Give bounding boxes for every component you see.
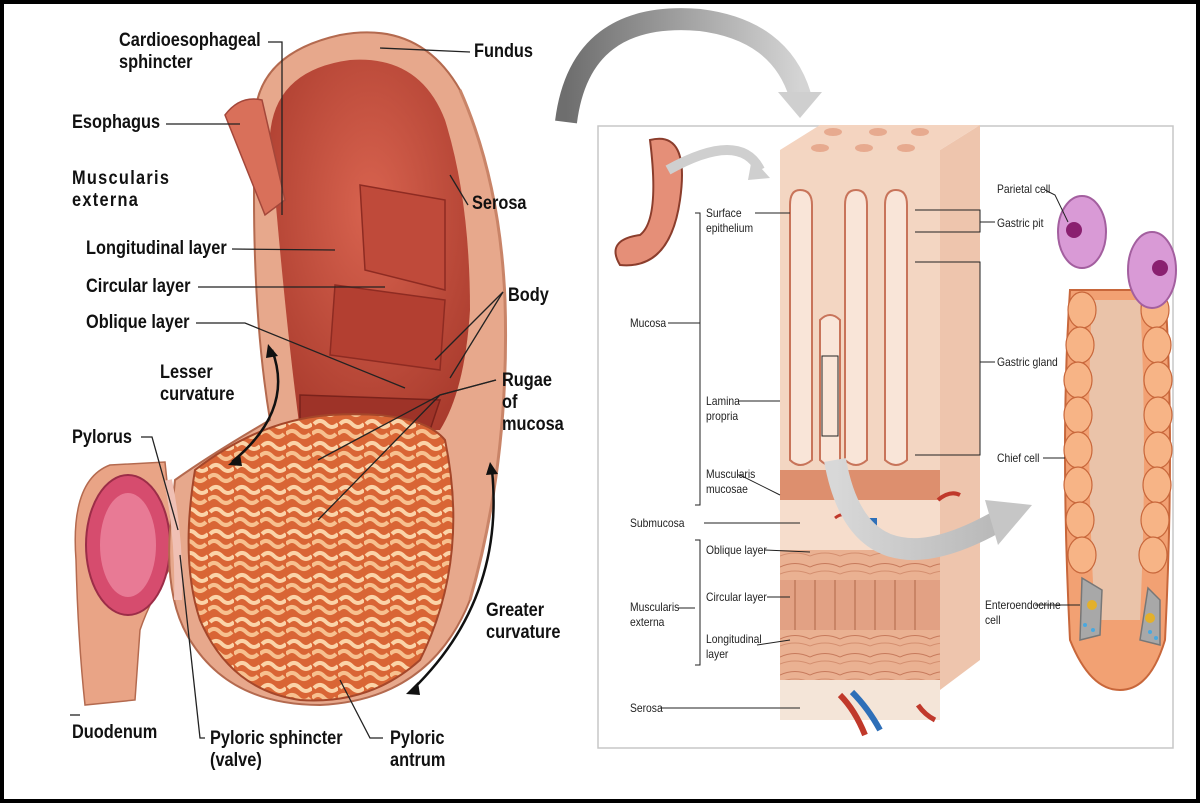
label-circular-layer-small: Circular layer [706,590,767,605]
label-surface-epithelium: Surface epithelium [706,206,753,236]
label-muscularis-externa-small: Muscularis externa [630,600,679,630]
label-muscularis-externa: Muscularis externa [72,168,170,212]
label-lamina-propria: Lamina propria [706,394,740,424]
label-duodenum: Duodenum [72,722,157,744]
label-longitudinal-layer-small: Longitudinal layer [706,632,762,662]
tissue-block [780,125,980,735]
label-muscularis-mucosae: Muscularis mucosae [706,467,755,497]
label-fundus: Fundus [474,41,533,63]
label-parietal-cell: Parietal cell [997,182,1050,197]
curved-arrow-head [778,92,822,118]
label-chief-cell: Chief cell [997,451,1039,466]
label-pylorus: Pylorus [72,427,132,449]
label-esophagus: Esophagus [72,112,160,134]
curved-transition-arrow [566,19,800,122]
label-longitudinal-layer: Longitudinal layer [86,238,227,260]
label-mucosa: Mucosa [630,316,666,331]
rugae-area [189,414,454,700]
label-lesser-curvature: Lesser curvature [160,362,234,406]
circular-cut [330,285,445,370]
label-greater-curvature: Greater curvature [486,600,560,644]
label-cardioesophageal-sphincter: Cardioesophageal sphincter [119,30,261,74]
label-oblique-layer: Oblique layer [86,312,190,334]
label-serosa-small: Serosa [630,701,663,716]
label-gastric-pit: Gastric pit [997,216,1043,231]
label-oblique-layer-small: Oblique layer [706,543,767,558]
label-rugae-of-mucosa: Rugae of mucosa [502,370,564,436]
label-gastric-gland: Gastric gland [997,355,1058,370]
label-pyloric-antrum: Pyloric antrum [390,728,445,772]
label-submucosa: Submucosa [630,516,685,531]
label-circular-layer: Circular layer [86,276,190,298]
label-body: Body [508,285,549,307]
label-pyloric-sphincter: Pyloric sphincter (valve) [210,728,343,772]
label-enteroendocrine-cell: Enteroendocrine cell [985,598,1061,628]
label-serosa: Serosa [472,193,527,215]
